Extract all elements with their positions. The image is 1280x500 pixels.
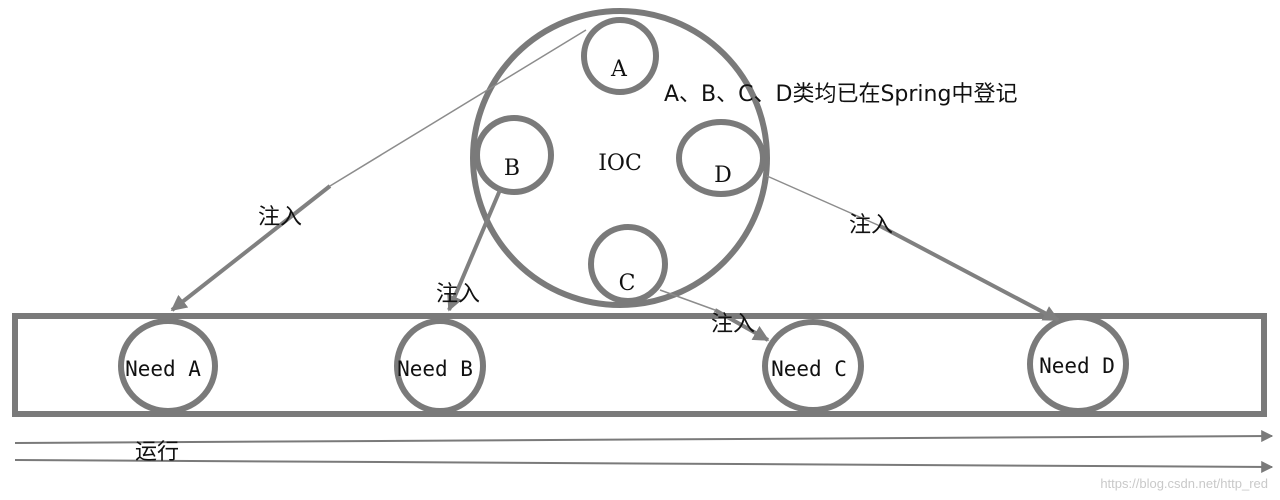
bean-a: A	[581, 17, 659, 95]
bean-b: B	[474, 115, 554, 195]
need-b: Need B	[394, 318, 486, 414]
need-c: Need C	[762, 319, 864, 413]
edge-d-line	[879, 224, 1060, 322]
bean-b-label: B	[504, 156, 520, 181]
bean-d-circle	[676, 119, 766, 197]
bean-c-circle	[588, 224, 668, 304]
ioc-circle	[470, 8, 770, 308]
runtime-arrow-top	[14, 430, 1274, 444]
ioc-note: A、B、C、D类均已在Spring中登记	[664, 82, 1017, 107]
need-c-label: Need C	[771, 357, 847, 381]
need-b-circle	[394, 318, 486, 414]
runtime-arrow-bottom	[14, 459, 1274, 473]
watermark: https://blog.csdn.net/http_red	[1100, 476, 1268, 491]
edge-b: 注入	[436, 189, 502, 312]
bean-d-label: D	[714, 163, 732, 188]
bean-c: C	[588, 224, 668, 304]
ioc-label: IOC	[598, 151, 642, 176]
edge-c-line	[714, 308, 770, 342]
edge-a-line	[170, 184, 332, 312]
edge-a-label: 注入	[258, 205, 302, 230]
need-d-circle	[1027, 314, 1129, 414]
need-a-circle	[118, 318, 218, 414]
edge-a-line-thin	[329, 29, 587, 187]
bean-c-label: C	[619, 271, 636, 296]
edge-b-line	[447, 189, 502, 312]
edge-d-label: 注入	[849, 213, 893, 238]
need-c-circle	[762, 319, 864, 413]
need-a-label: Need A	[125, 357, 201, 381]
edge-c: 注入	[659, 289, 770, 342]
bean-a-label: A	[610, 57, 628, 82]
edge-c-line-thin	[659, 289, 716, 311]
bean-a-circle	[581, 17, 659, 95]
bean-b-circle	[474, 115, 554, 195]
consumer-container	[12, 313, 1267, 417]
runtime-label: 运行	[135, 440, 179, 465]
need-a: Need A	[118, 318, 218, 414]
ioc-container: IOC	[470, 8, 770, 308]
need-b-label: Need B	[397, 357, 473, 381]
edge-d-line-thin	[766, 175, 881, 227]
edge-c-label: 注入	[711, 312, 755, 337]
edge-b-label: 注入	[436, 282, 480, 307]
need-d-label: Need D	[1039, 354, 1115, 378]
edge-d: 注入	[766, 175, 1060, 322]
runtime-arrows: 运行	[14, 430, 1274, 473]
edge-a: 注入	[170, 29, 587, 312]
need-d: Need D	[1027, 314, 1129, 414]
bean-d: D	[676, 119, 766, 197]
